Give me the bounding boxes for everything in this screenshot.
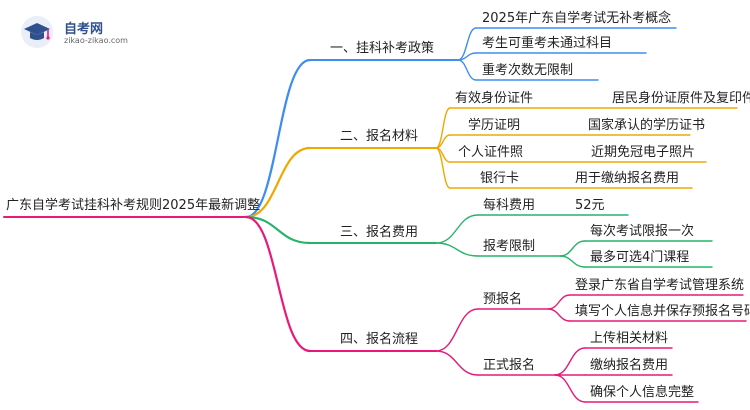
branch-2-item-4-detail: 用于缴纳报名费用 [575,171,680,186]
branch-2-item-3: 个人证件照 [458,145,524,160]
branch-1-connector [244,58,312,219]
root-topic: 广东自学考试挂科补考规则2025年最新调整 [6,198,261,213]
branch-1-item-1: 2025年广东自学考试无补考概念 [482,11,672,26]
branch-2-title: 二、报名材料 [340,129,419,144]
branch-3-item-2-sub-1: 每次考试限报一次 [590,224,695,239]
branch-2-item-2-detail: 国家承认的学历证书 [588,118,706,133]
branch-3-item-1: 每科费用 [483,198,536,213]
branch-4-item-2-sub-3: 确保个人信息完整 [590,385,695,400]
branch-4-item-2-connector [435,350,479,376]
branch-3-item-2-connector [435,242,479,257]
branch-2-item-1-detail: 居民身份证原件及复印件 [612,91,750,106]
graduation-cap-icon [21,16,53,48]
branch-4-item-2-sub-2: 缴纳报名费用 [590,358,669,373]
branch-3-item-2-sub-1-connector [559,240,586,257]
branch-4-item-2-sub-1-connector [554,347,586,376]
branch-4-item-1-sub-2: 填写个人信息并保存预报名号码 [575,304,750,319]
branch-2-item-4-connector [435,147,451,189]
branch-3-item-2-sub-2-connector [559,255,586,268]
branch-1-item-2: 考生可重考未通过科目 [482,36,613,51]
branch-1-item-3: 重考次数无限制 [482,63,574,78]
branch-4-item-1-connector [435,308,479,352]
branch-2-item-4: 银行卡 [480,171,520,186]
branch-4-item-1-sub-2-connector [547,308,571,322]
branch-3-item-2: 报考限制 [483,239,536,254]
branch-2-item-3-detail: 近期免冠电子照片 [591,145,696,160]
site-logo: 自考网 zikao-zikao.com [20,15,150,51]
logo-name: 自考网 [64,22,104,37]
branch-3-item-2-sub-2: 最多可选4门课程 [590,250,690,265]
branch-1-item-3-connector [457,59,477,81]
branch-1-title: 一、挂科补考政策 [330,41,435,56]
branch-3-item-1-detail: 52元 [575,198,605,213]
branch-3-item-1-connector [435,214,479,244]
logo-url: zikao-zikao.com [64,36,128,45]
branch-4-item-2-sub-1: 上传相关材料 [590,331,669,346]
branch-3-title: 三、报名费用 [340,225,419,240]
branch-2-item-1-connector [435,107,451,149]
branch-4-item-2-sub-3-connector [554,374,586,403]
branch-3-connector [244,215,312,245]
branch-4-item-1: 预报名 [483,292,523,307]
branch-4-item-1-sub-1-connector [547,294,571,310]
branch-2-connector [244,146,312,219]
branch-4-title: 四、报名流程 [340,332,419,347]
branch-4-item-2: 正式报名 [483,358,536,373]
branch-2-item-2: 学历证明 [468,118,521,133]
branch-4-connector [244,215,312,353]
branch-1-item-1-connector [457,27,477,61]
branch-4-item-1-sub-1: 登录广东省自学考试管理系统 [575,278,745,293]
branch-2-item-1: 有效身份证件 [455,91,534,106]
